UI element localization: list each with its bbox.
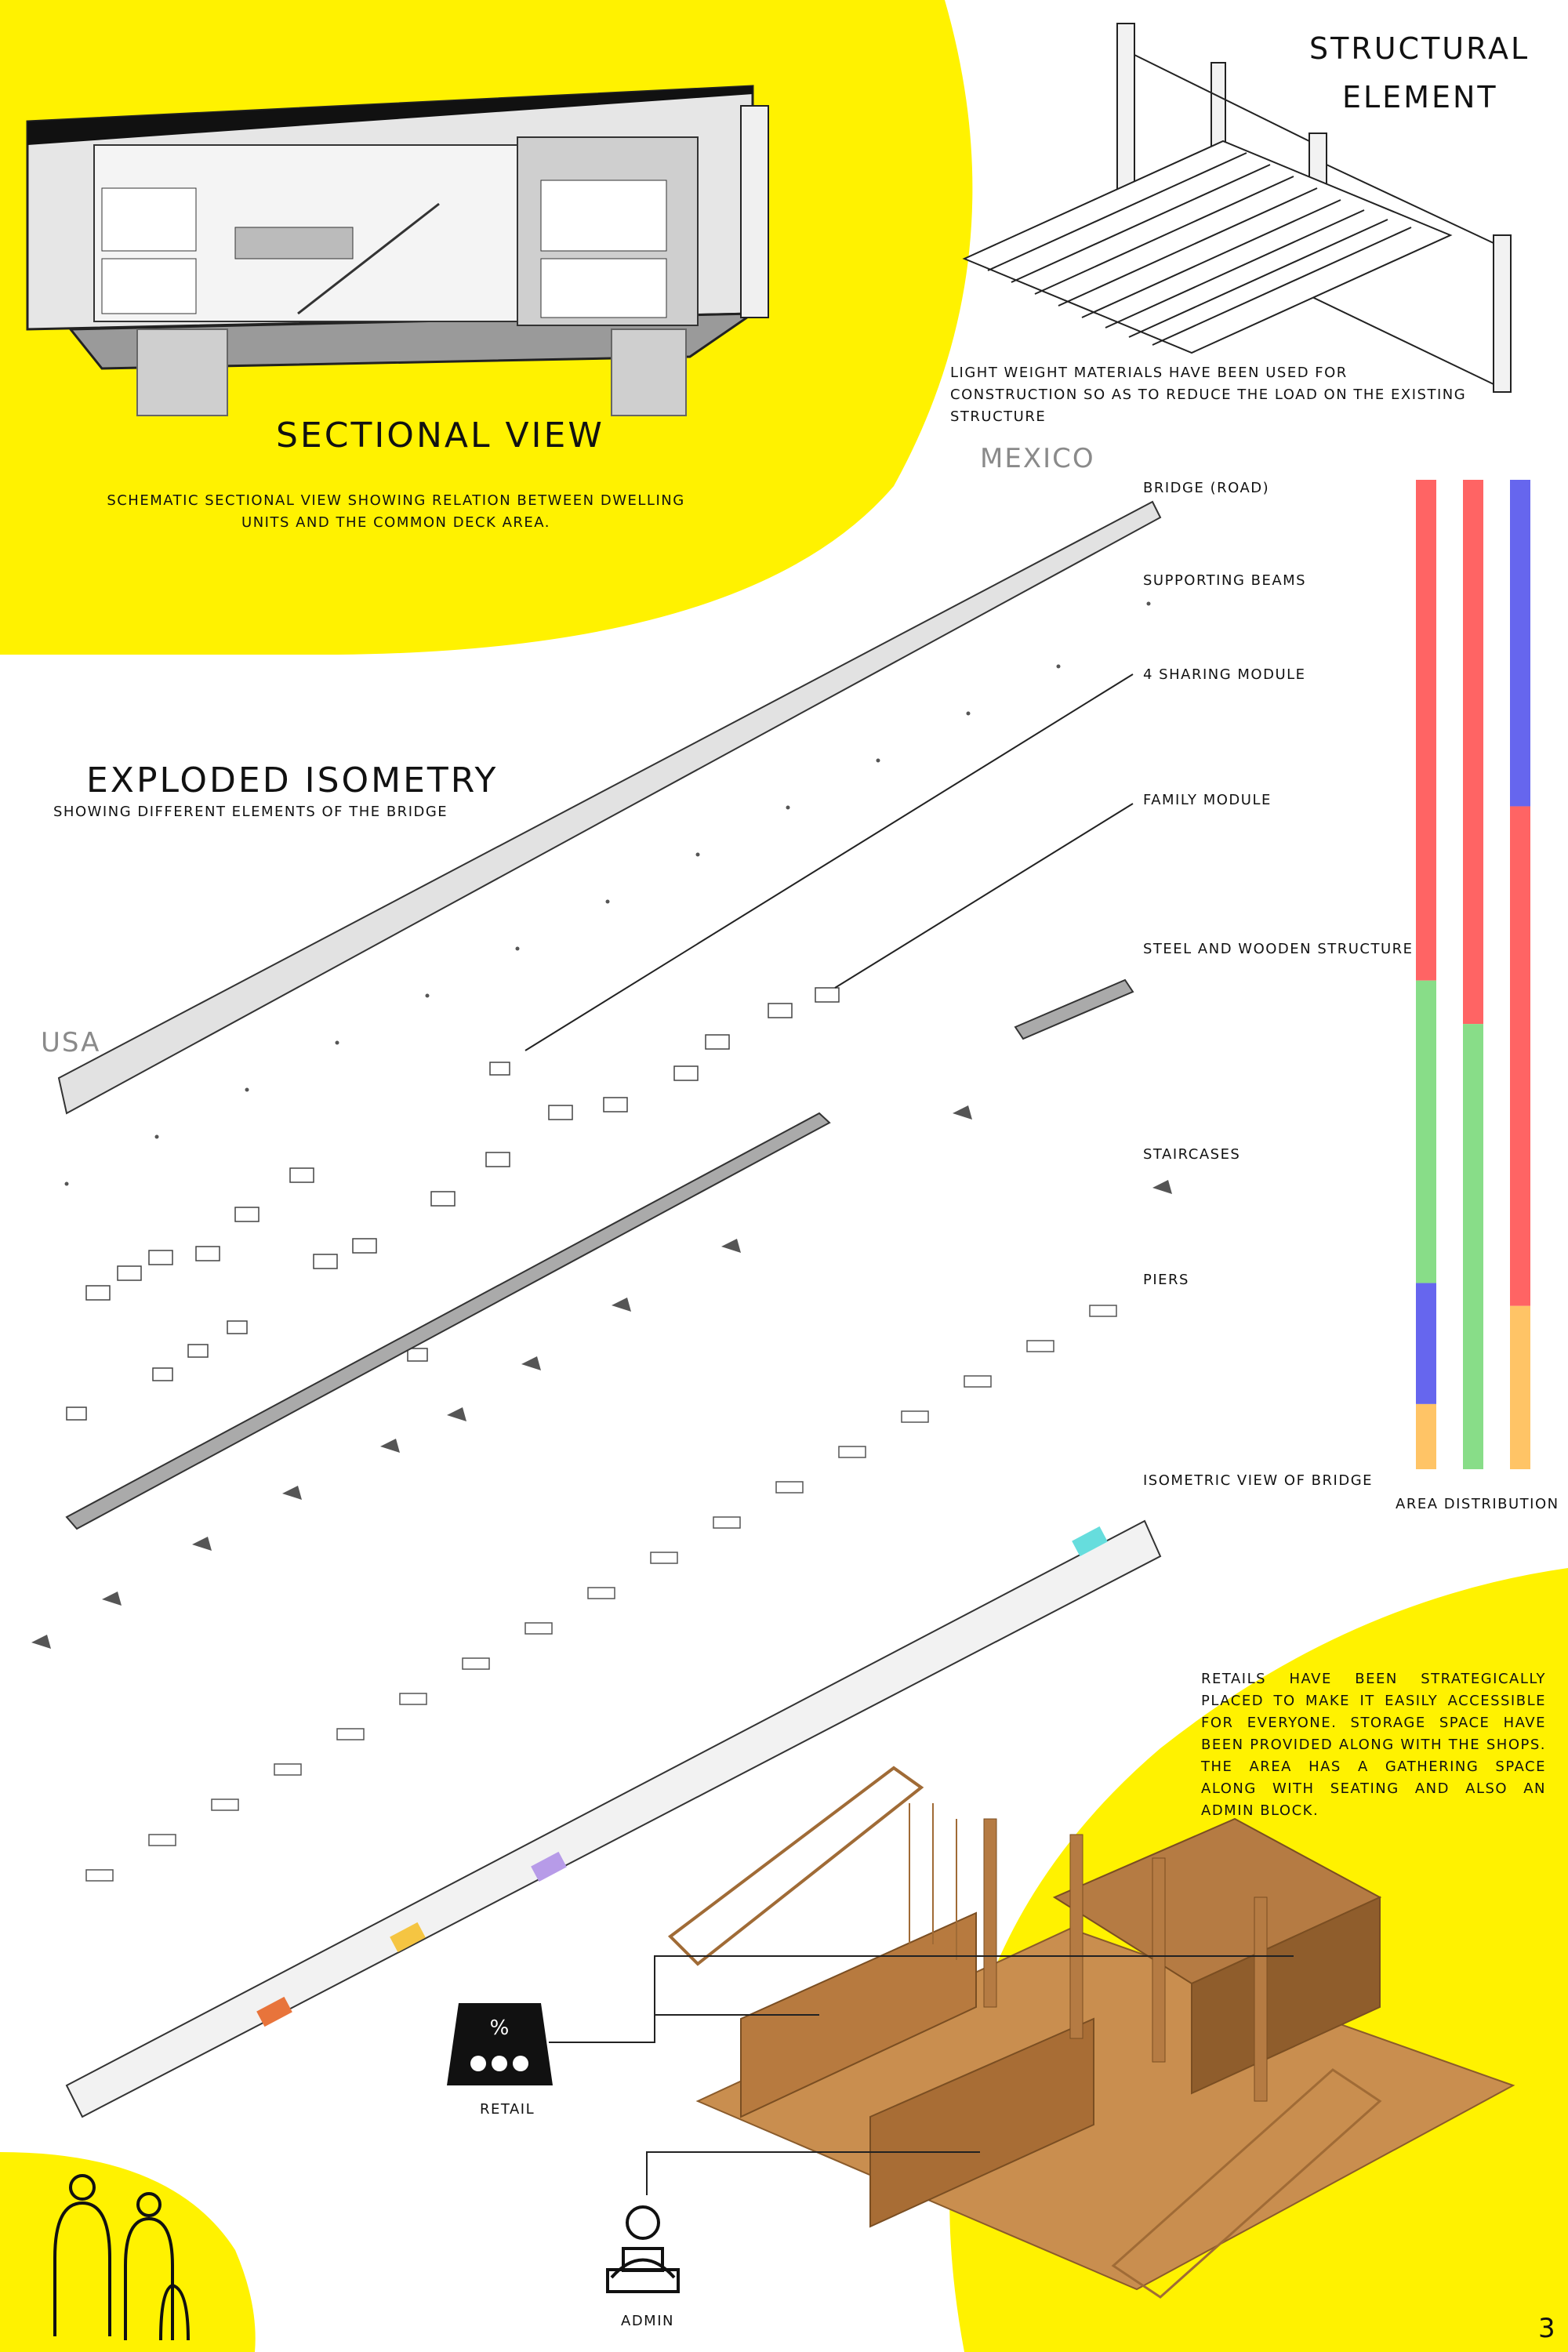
exploded-isometry-subtitle: SHOWING DIFFERENT ELEMENTS OF THE BRIDGE [53,804,448,820]
svg-text:%: % [490,2016,510,2040]
admin-icon-label: ADMIN [621,2313,674,2329]
layer-label-isometric-view: ISOMETRIC VIEW OF BRIDGE [1143,1472,1374,1489]
layer-leader-lines [524,673,1134,1051]
structural-element-title-line2: ELEMENT [1342,80,1498,114]
people-silhouette-icon [53,2174,190,2341]
structural-element-title-line1: STRUCTURAL [1309,31,1530,66]
sharing-module-layer [85,987,840,1301]
retail-icon-label: RETAIL [480,2101,535,2118]
isometric-bridge-layer [65,1519,1162,2118]
area-bar-1-segment-green [1416,980,1436,1283]
family-module-layer [66,1062,510,1421]
area-distribution-label: AREA DISTRIBUTION [1396,1496,1559,1512]
area-bar-3-segment-orange [1510,1305,1530,1469]
sectional-view-description: SCHEMATIC SECTIONAL VIEW SHOWING RELATIO… [107,492,685,531]
sectional-view-drawing [26,85,769,416]
piers-layer [85,1305,1117,1882]
retail-icon: % [447,2003,553,2085]
structural-element-description: LIGHT WEIGHT MATERIALS HAVE BEEN USED FO… [950,365,1467,425]
page-number: 3 [1538,2313,1556,2344]
steel-wood-structure-layer [65,978,1134,1530]
end-label-usa: USA [41,1027,101,1058]
layer-label-bridge-road: BRIDGE (ROAD) [1143,480,1270,496]
area-bar-1-segment-red [1416,480,1436,981]
bridge-road-layer [57,500,1162,1115]
exploded-isometry-title: EXPLODED ISOMETRY [86,760,499,800]
layer-label-family-module: FAMILY MODULE [1143,792,1272,808]
retail-axonometric-drawing [549,1766,1515,2299]
yellow-blob-bottom-left [0,2152,256,2352]
layer-label-steel-wooden-structure: STEEL AND WOODEN STRUCTURE [1143,941,1414,957]
sectional-view-title: SECTIONAL VIEW [276,416,604,456]
layer-label-piers: PIERS [1143,1272,1189,1288]
area-bar-1-segment-orange [1416,1403,1436,1469]
supporting-beams-layer [64,601,1151,1186]
admin-icon [606,2205,680,2293]
area-distribution-chart [1416,480,1530,1469]
area-bar-2-segment-red [1463,480,1483,1025]
area-bar-3-segment-red [1510,806,1530,1306]
end-label-mexico: MEXICO [980,443,1095,474]
area-bar-2-segment-green [1463,1024,1483,1469]
layer-label-4-sharing-module: 4 SHARING MODULE [1143,666,1306,683]
layer-label-supporting-beams: SUPPORTING BEAMS [1143,572,1307,589]
staircases-layer [31,1105,1172,1649]
area-bar-1-segment-blue [1416,1283,1436,1404]
layer-label-staircases: STAIRCASES [1143,1146,1241,1163]
structural-element-drawing [962,23,1512,393]
retail-block-description: RETAILS HAVE BEEN STRATEGICALLY PLACED T… [1201,1671,1546,1819]
area-bar-3-segment-blue [1510,480,1530,807]
